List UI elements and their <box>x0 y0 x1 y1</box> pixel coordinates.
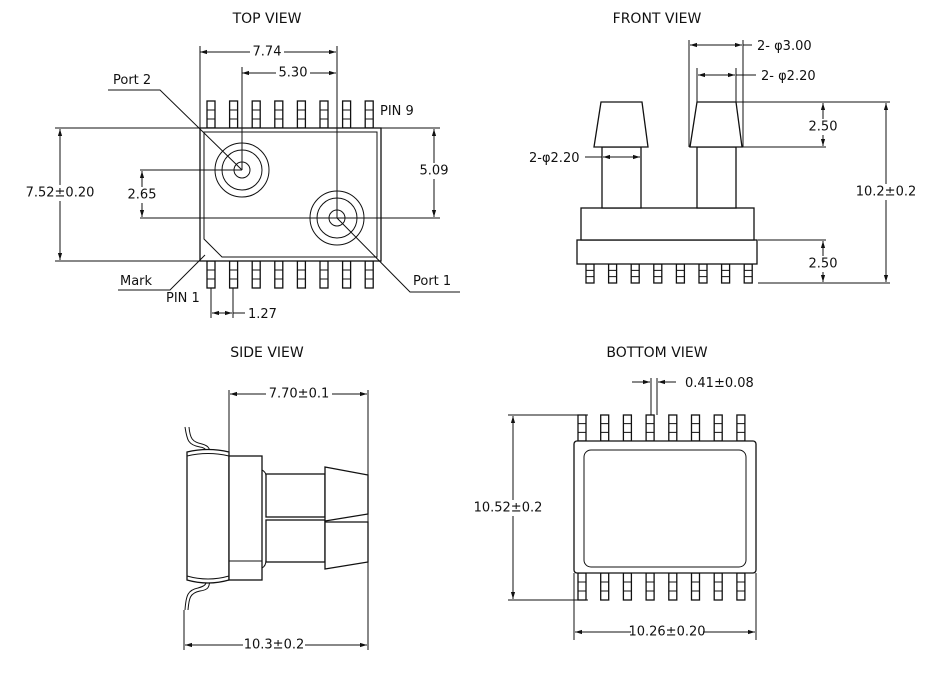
pin <box>720 263 731 284</box>
pin <box>577 414 587 442</box>
package-body <box>573 440 757 574</box>
pin <box>645 414 655 442</box>
pin <box>251 260 261 289</box>
pin <box>600 414 610 442</box>
pin <box>364 100 374 129</box>
package-body <box>186 448 230 584</box>
pin <box>736 414 746 442</box>
top-pins-lower <box>206 260 374 289</box>
side-view-title: SIDE VIEW <box>230 345 304 361</box>
port-tube-upper <box>265 473 326 518</box>
pin <box>645 572 655 601</box>
pin1-mark-chamfer <box>203 131 378 258</box>
port1-label: Port 1 <box>413 274 451 289</box>
side-view: SIDE VIEW 7.70±0.1 10.3±0.2 <box>183 345 369 653</box>
pin <box>274 260 284 289</box>
pin <box>743 263 753 284</box>
pin9-label: PIN 9 <box>380 104 414 119</box>
port-block <box>228 455 263 581</box>
pin <box>690 414 701 442</box>
port-cone-lower <box>324 521 369 570</box>
port-cone-upper <box>324 466 369 522</box>
dim-stem-dia: 2-φ2.20 <box>529 151 579 166</box>
dim-pitch: 1.27 <box>248 307 277 322</box>
dim-inner-dia: 2- φ2.20 <box>761 69 816 84</box>
pin <box>690 572 701 601</box>
dim-total-length: 10.3±0.2 <box>244 638 305 653</box>
pin <box>653 263 663 284</box>
port2-label: Port 2 <box>113 73 151 88</box>
dim-pin-width: 0.41±0.08 <box>685 376 754 391</box>
pin <box>341 260 352 289</box>
pin <box>577 572 587 601</box>
top-view-title: TOP VIEW <box>232 11 302 27</box>
pin <box>600 572 610 601</box>
pin <box>206 100 216 129</box>
pin <box>607 263 618 284</box>
top-pins-upper <box>206 100 374 129</box>
dim-base-height: 2.50 <box>809 257 838 272</box>
mark-label: Mark <box>120 274 153 289</box>
top-view: TOP VIEW 7.74 5.30 7.52±0.20 2.65 5.09 P… <box>26 11 460 322</box>
pin <box>319 260 329 289</box>
dim-port-dy-right: 5.09 <box>420 164 449 179</box>
pin <box>206 260 216 289</box>
pin <box>698 263 708 284</box>
pin <box>296 260 307 289</box>
port2-nipple <box>593 101 649 209</box>
pin <box>341 100 352 129</box>
dim-cone-height: 2.50 <box>809 120 838 135</box>
front-view: FRONT VIEW 2- φ3.00 2- φ2.20 2-φ2.20 2.5… <box>529 11 917 284</box>
pin <box>622 414 633 442</box>
pin <box>228 260 239 289</box>
pin <box>364 260 374 289</box>
pin <box>622 572 633 601</box>
pin <box>630 263 640 284</box>
pin <box>251 100 261 129</box>
bottom-view-title: BOTTOM VIEW <box>606 345 707 361</box>
bottom-pins-lower <box>577 572 746 601</box>
pin1-label: PIN 1 <box>166 291 200 306</box>
port-tube-lower <box>265 519 326 563</box>
front-view-title: FRONT VIEW <box>613 11 702 27</box>
package-base <box>576 239 758 265</box>
bottom-pins-upper <box>577 414 746 442</box>
dim-total-height: 10.2±0.2 <box>856 185 917 200</box>
pin <box>668 572 678 601</box>
pin <box>296 100 307 129</box>
dim-width: 10.26±0.20 <box>628 625 705 640</box>
pin <box>585 263 595 284</box>
bottom-pad-outline <box>583 449 747 568</box>
pin <box>274 100 284 129</box>
dim-outer-dia: 2- φ3.00 <box>757 39 812 54</box>
dim-height: 10.52±0.2 <box>474 501 543 516</box>
pin <box>736 572 746 601</box>
dim-height: 7.52±0.20 <box>26 186 95 201</box>
dim-port-dy-left: 2.65 <box>128 188 157 203</box>
pin <box>228 100 239 129</box>
pin <box>713 572 723 601</box>
pin <box>319 100 329 129</box>
port1-nipple <box>689 101 743 209</box>
dim-port-offset: 5.30 <box>279 66 308 81</box>
port-block <box>580 207 755 241</box>
pin <box>668 414 678 442</box>
dim-width: 7.74 <box>253 45 282 60</box>
front-pins <box>585 263 753 284</box>
pin <box>675 263 686 284</box>
bottom-view: BOTTOM VIEW 0.41±0.08 10.52±0.2 10.26±0.… <box>474 345 757 640</box>
dim-body-length: 7.70±0.1 <box>269 387 330 402</box>
pin <box>713 414 723 442</box>
